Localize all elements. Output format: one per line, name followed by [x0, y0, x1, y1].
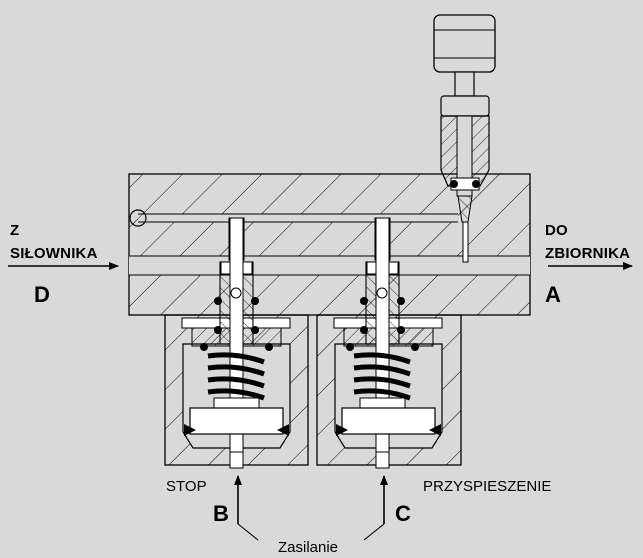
port-letter-b: B: [213, 501, 229, 526]
left-port-label-bottom: SIŁOWNIKA: [10, 245, 98, 262]
left-valve-body: [164, 217, 309, 469]
left-port-label-top: Z: [10, 222, 20, 239]
port-letter-d: D: [34, 282, 50, 307]
port-letter-a: A: [545, 282, 561, 307]
supply-label: Zasilanie: [278, 539, 339, 556]
right-port-label-top: DO: [545, 222, 568, 239]
stop-label: STOP: [166, 478, 207, 495]
przyspieszenie-label: PRZYSPIESZENIE: [423, 478, 552, 495]
needle-adjuster: [433, 14, 496, 263]
right-valve-body: [316, 217, 462, 469]
supply-leader: [237, 523, 385, 541]
right-port-label-bottom: ZBIORNIKA: [545, 245, 631, 262]
port-letter-c: C: [395, 501, 411, 526]
